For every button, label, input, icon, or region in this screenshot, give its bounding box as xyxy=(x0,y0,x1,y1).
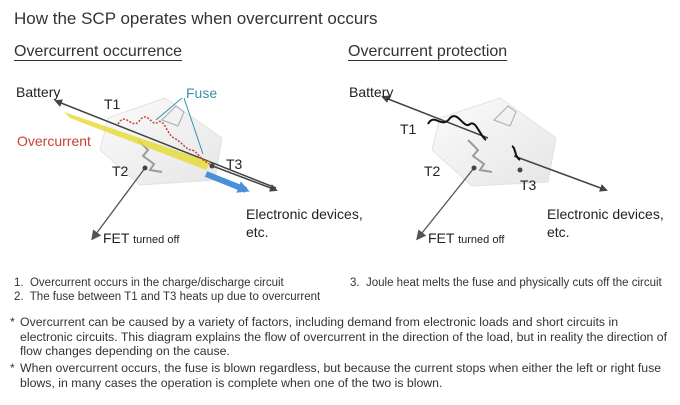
left-fet-name: FET xyxy=(103,230,130,246)
right-diagram xyxy=(381,95,608,241)
left-fuse-pointer-2 xyxy=(183,97,204,155)
left-fet-label: FET turned off xyxy=(103,230,179,246)
left-fet-state: turned off xyxy=(133,234,180,246)
left-t3-dot xyxy=(209,163,215,169)
step-1-number: 1. xyxy=(14,277,24,289)
right-t3-dot xyxy=(517,167,523,173)
left-fet-line xyxy=(91,167,146,241)
step-3-text: Joule heat melts the fuse and physically… xyxy=(365,277,662,289)
left-devices-line2: etc. xyxy=(246,224,269,240)
right-main-line-lower xyxy=(513,155,608,192)
step-2-text: The fuse between T1 and T3 heats up due … xyxy=(29,291,321,303)
left-t2-dot xyxy=(142,165,148,171)
left-overcurrent-label: Overcurrent xyxy=(17,133,91,149)
page-title: How the SCP operates when overcurrent oc… xyxy=(14,9,378,28)
left-fuse-pointer-1 xyxy=(155,97,183,121)
right-t2-dot xyxy=(471,165,477,171)
left-t1-label: T1 xyxy=(104,96,121,112)
note-1: * Overcurrent can be caused by a variety… xyxy=(10,315,674,359)
right-main-line-upper xyxy=(381,95,489,139)
note-2: * When overcurrent occurs, the fuse is b… xyxy=(10,361,674,390)
right-fet-name: FET xyxy=(428,230,455,246)
note-2-mark: * xyxy=(10,361,15,375)
step-2: 2. The fuse between T1 and T3 heats up d… xyxy=(14,291,320,303)
left-main-line xyxy=(54,99,277,189)
note-1-text: Overcurrent can be caused by a variety o… xyxy=(20,315,668,359)
left-panel-heading: Overcurrent occurrence xyxy=(14,43,183,60)
left-current-arrow xyxy=(204,171,250,193)
right-fet-label: FET turned off xyxy=(428,230,504,246)
left-t3-label: T3 xyxy=(226,156,243,172)
right-fet-state: turned off xyxy=(458,234,505,246)
left-diagram xyxy=(54,97,278,241)
left-output-line xyxy=(209,164,278,192)
right-t1-label: T1 xyxy=(400,121,417,137)
step-1: 1. Overcurrent occurs in the charge/disc… xyxy=(14,277,284,289)
right-heater-element xyxy=(467,139,493,173)
right-fuse-holder xyxy=(493,105,517,127)
right-t3-label: T3 xyxy=(520,177,537,193)
right-chip-body xyxy=(431,97,557,187)
right-fuse-wire-remaining xyxy=(427,115,487,141)
right-t2-label: T2 xyxy=(424,163,441,179)
left-t2-label: T2 xyxy=(112,163,129,179)
right-devices-line2: etc. xyxy=(547,224,570,240)
step-3-number: 3. xyxy=(350,277,360,289)
left-heater-element xyxy=(137,139,163,173)
step-3: 3. Joule heat melts the fuse and physica… xyxy=(350,277,662,289)
left-devices-line1: Electronic devices, xyxy=(246,206,363,222)
left-fuse-label: Fuse xyxy=(186,85,218,101)
left-fuse-holder xyxy=(161,105,185,127)
left-fuse-wire xyxy=(117,116,211,165)
note-1-mark: * xyxy=(10,315,15,329)
right-devices-line1: Electronic devices, xyxy=(547,206,664,222)
right-panel-heading: Overcurrent protection xyxy=(348,43,508,60)
step-1-text: Overcurrent occurs in the charge/dischar… xyxy=(29,277,284,289)
right-battery-label: Battery xyxy=(349,84,394,100)
step-2-number: 2. xyxy=(14,291,24,303)
left-battery-label: Battery xyxy=(16,84,61,100)
note-2-text: When overcurrent occurs, the fuse is blo… xyxy=(20,361,662,390)
left-overcurrent-bar xyxy=(64,112,210,170)
right-fet-line xyxy=(416,167,475,241)
right-fuse-wire-broken xyxy=(511,145,521,161)
